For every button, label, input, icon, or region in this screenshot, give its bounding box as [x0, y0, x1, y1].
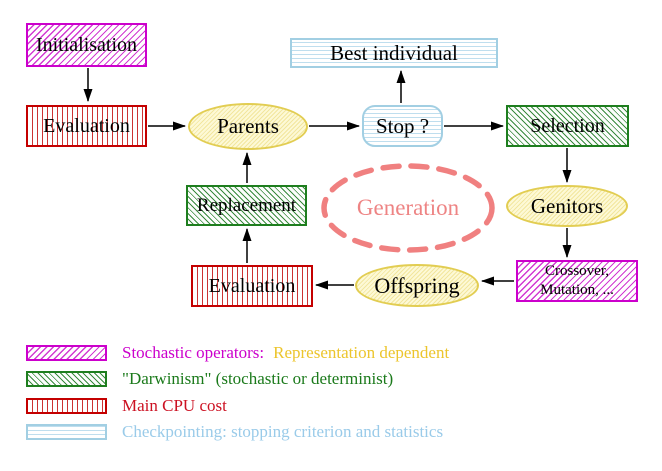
legend-text-stochastic-operators: Stochastic operators: [122, 343, 265, 362]
legend-text-darwinism: "Darwinism" (stochastic or determinist) [122, 369, 394, 388]
legend-item-checkpointing: Checkpointing: stopping criterion and st… [26, 422, 444, 441]
node-evaluation-bottom: Evaluation [191, 265, 313, 307]
node-stop: Stop ? [362, 105, 443, 147]
legend-swatch-magenta-hatch [26, 345, 107, 361]
node-selection-label: Selection [530, 114, 605, 137]
node-evaluation-top: Evaluation [26, 105, 147, 147]
legend-swatch-red-stripes [26, 398, 107, 414]
legend-item-stochastic-operators: Stochastic operators: Representation dep… [26, 343, 450, 362]
legend-text-representation-dependent: Representation dependent [273, 343, 450, 362]
node-evaluation-bottom-label: Evaluation [208, 274, 296, 297]
node-selection: Selection [506, 105, 629, 147]
legend-text-main-cpu-cost: Main CPU cost [122, 396, 227, 415]
node-replacement: Replacement [186, 185, 307, 226]
node-crossover-line2: Mutation, ... [540, 282, 614, 298]
node-genitors-label: Genitors [530, 193, 604, 218]
node-initialisation: Initialisation [26, 23, 147, 67]
node-evaluation-top-label: Evaluation [43, 114, 130, 137]
node-stop-label: Stop ? [375, 113, 430, 138]
node-genitors: Genitors [506, 185, 628, 227]
node-initialisation-label: Initialisation [35, 33, 138, 56]
node-parents-label: Parents [217, 114, 279, 139]
legend-text-checkpointing: Checkpointing: stopping criterion and st… [122, 422, 444, 441]
node-best-individual-label: Best individual [330, 40, 458, 65]
generation-label: Generation [356, 195, 460, 220]
node-offspring: Offspring [355, 264, 479, 307]
node-crossover-line1: Crossover, [545, 263, 609, 280]
node-offspring-label: Offspring [374, 272, 460, 298]
legend-swatch-green-hatch [26, 371, 107, 387]
node-best-individual: Best individual [290, 38, 498, 68]
node-replacement-label: Replacement [196, 194, 297, 216]
node-crossover-mutation: Crossover, Mutation, ... [516, 260, 638, 302]
legend-swatch-cyan-stripes [26, 424, 107, 440]
legend-item-darwinism: "Darwinism" (stochastic or determinist) [26, 369, 394, 388]
legend-item-main-cpu-cost: Main CPU cost [26, 396, 227, 415]
node-parents: Parents [188, 103, 308, 150]
